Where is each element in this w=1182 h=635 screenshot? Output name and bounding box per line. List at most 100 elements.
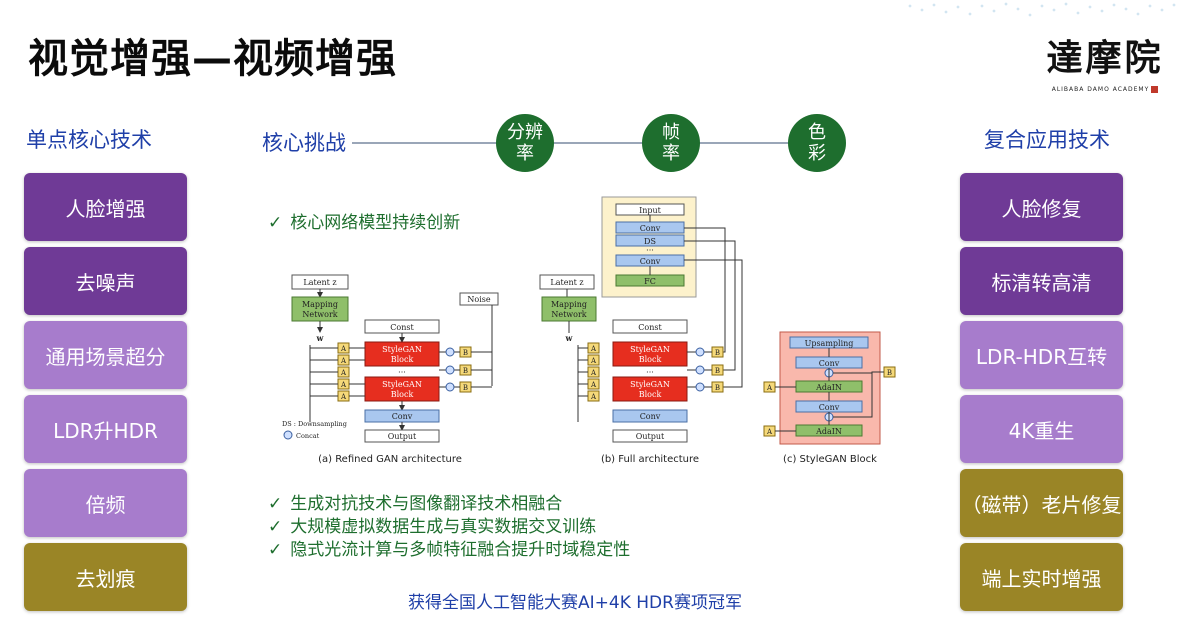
a-output-label: Output	[388, 432, 417, 441]
concat-legend-icon	[283, 430, 293, 440]
left-column-title: 单点核心技术	[26, 128, 152, 152]
b-stylegan-label-1: StyleGAN	[630, 345, 670, 354]
left-item-denoise[interactable]: 去噪声	[24, 247, 187, 315]
b-conv2-label: Conv	[640, 257, 661, 266]
left-item-ldr-to-hdr[interactable]: LDR升HDR	[24, 395, 187, 463]
svg-text:B: B	[463, 384, 468, 392]
svg-text:A: A	[766, 384, 773, 392]
seal-icon	[1151, 86, 1159, 93]
check-icon: ✓	[268, 517, 283, 537]
right-item-sd-to-hd[interactable]: 标清转高清	[960, 247, 1123, 315]
b-stylegan-label-4: Block	[639, 390, 662, 399]
gan-architecture-diagram: Latent z Mapping Network w Noise Const S…	[282, 196, 896, 465]
decorative-dot-pattern	[908, 2, 1176, 17]
a-stylegan-label-4: Block	[391, 390, 414, 399]
core-challenge-label: 核心挑战	[262, 131, 346, 155]
b-ds-label: DS	[644, 237, 656, 246]
left-item-super-resolution[interactable]: 通用场景超分	[24, 321, 187, 389]
b-stylegan-label-2: Block	[639, 355, 662, 364]
b-latent-label: Latent z	[550, 278, 583, 287]
challenge-frame-rate: 帧率	[642, 114, 700, 172]
check-icon: ✓	[268, 540, 283, 560]
c-upsampling-label: Upsampling	[805, 339, 854, 348]
a-dots: ···	[398, 368, 406, 377]
right-item-realtime-enhance[interactable]: 端上实时增强	[960, 543, 1123, 611]
svg-text:A: A	[340, 345, 347, 353]
a-noise-label: Noise	[467, 295, 490, 304]
b-dots-2: ···	[646, 368, 654, 377]
svg-text:A: A	[766, 428, 773, 436]
right-item-ldr-hdr-convert[interactable]: LDR-HDR互转	[960, 321, 1123, 389]
check-item-optical-flow: ✓隐式光流计算与多帧特征融合提升时域稳定性	[268, 540, 631, 560]
svg-text:B: B	[715, 367, 720, 375]
right-item-face-restore[interactable]: 人脸修复	[960, 173, 1123, 241]
a-mapping-label: Mapping	[302, 300, 338, 309]
diagram-c-stylegan-block: Upsampling Conv AdaIN Conv AdaIN A A B (c)…	[763, 331, 896, 465]
challenge-resolution-label: 分辨率	[507, 122, 543, 164]
b-stylegan-label-3: StyleGAN	[630, 380, 670, 389]
b-mapping-label-1: Mapping	[551, 300, 587, 309]
a-w-label: w	[316, 333, 325, 343]
c-conv2-label: Conv	[819, 403, 840, 412]
right-item-old-film-restore[interactable]: （磁带）老片修复	[960, 469, 1123, 537]
challenge-connector-line	[352, 142, 812, 144]
left-item-face-enhance[interactable]: 人脸增强	[24, 173, 187, 241]
check-icon: ✓	[268, 494, 283, 514]
a-mapping-label-2: Network	[302, 310, 337, 319]
svg-text:A: A	[590, 357, 597, 365]
svg-text:A: A	[340, 369, 347, 377]
challenge-color: 色彩	[788, 114, 846, 172]
b-dots: ···	[646, 246, 654, 255]
svg-text:A: A	[590, 345, 597, 353]
caption-b: (b) Full architecture	[601, 454, 699, 465]
a-legend-ds: DS : Downsampling	[282, 420, 347, 428]
logo-text: 達摩院	[1046, 37, 1164, 79]
svg-text:B: B	[715, 349, 720, 357]
diagram-a-refined-gan: Latent z Mapping Network w Noise Const S…	[282, 274, 499, 465]
svg-text:B: B	[463, 349, 468, 357]
right-item-4k-rebirth[interactable]: 4K重生	[960, 395, 1123, 463]
a-stylegan-label-1: StyleGAN	[382, 345, 422, 354]
check-icon: ✓	[268, 213, 283, 233]
svg-text:B: B	[715, 384, 720, 392]
caption-a: (a) Refined GAN architecture	[318, 454, 462, 465]
challenge-color-label: 色彩	[808, 122, 826, 164]
c-adain2-label: AdaIN	[815, 427, 842, 436]
challenge-resolution: 分辨率	[496, 114, 554, 172]
a-legend-concat: Concat	[296, 432, 320, 440]
b-conv1-label: Conv	[640, 224, 661, 233]
award-text: 获得全国人工智能大赛AI+4K HDR赛项冠军	[408, 593, 742, 613]
svg-text:A: A	[340, 357, 347, 365]
b-input-label: Input	[639, 206, 662, 215]
a-stylegan-label-2: Block	[391, 355, 414, 364]
a-conv-label: Conv	[392, 412, 413, 421]
svg-text:A: A	[590, 393, 597, 401]
b-w-label: w	[565, 333, 574, 343]
svg-text:A: A	[590, 369, 597, 377]
check-item-gan-translation: ✓生成对抗技术与图像翻译技术相融合	[268, 494, 563, 514]
b-const-label: Const	[638, 323, 662, 332]
b-conv-label: Conv	[640, 412, 661, 421]
right-column-title: 复合应用技术	[984, 128, 1110, 152]
check-item-network-innovation: ✓核心网络模型持续创新	[268, 213, 461, 233]
left-item-scratch-removal[interactable]: 去划痕	[24, 543, 187, 611]
svg-text:A: A	[340, 381, 347, 389]
b-mapping-label-2: Network	[551, 310, 586, 319]
challenge-frame-rate-label: 帧率	[662, 122, 680, 164]
slide-title: 视觉增强—视频增强	[28, 36, 397, 82]
a-stylegan-label-3: StyleGAN	[382, 380, 422, 389]
a-latent-label: Latent z	[303, 278, 336, 287]
left-item-frame-interpolation[interactable]: 倍频	[24, 469, 187, 537]
a-const-label: Const	[390, 323, 414, 332]
b-output-label: Output	[636, 432, 665, 441]
logo-subtitle: ALIBABA DAMO ACADEMY	[1040, 86, 1170, 93]
damo-academy-logo: 達摩院 ALIBABA DAMO ACADEMY	[1040, 36, 1170, 98]
svg-text:B: B	[887, 369, 892, 377]
svg-text:A: A	[340, 393, 347, 401]
svg-text:B: B	[463, 367, 468, 375]
svg-text:A: A	[590, 381, 597, 389]
b-fc-label: FC	[644, 277, 656, 286]
c-adain1-label: AdaIN	[815, 383, 842, 392]
c-conv1-label: Conv	[819, 359, 840, 368]
caption-c: (c) StyleGAN Block	[783, 454, 877, 465]
